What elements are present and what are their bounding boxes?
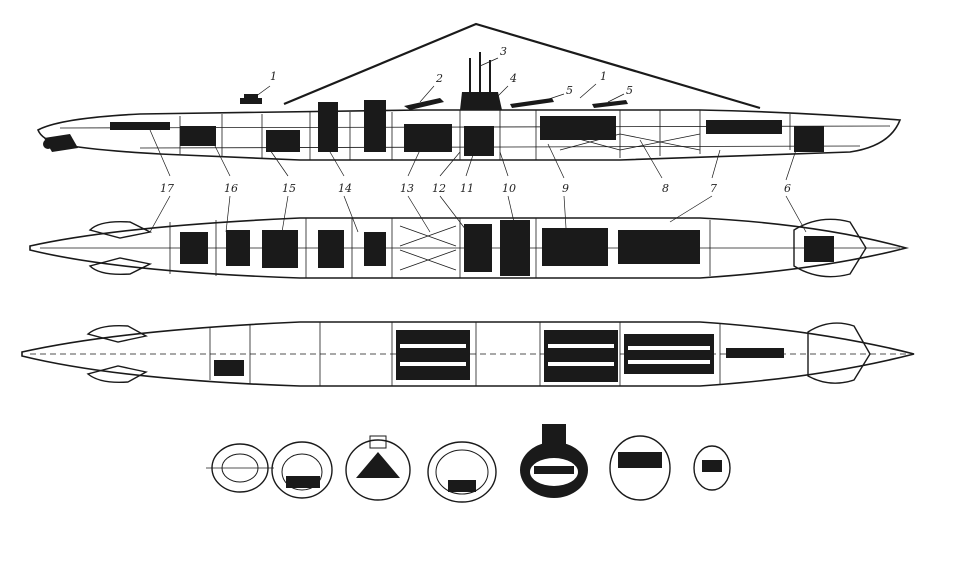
conning-tower (460, 92, 502, 110)
callout-9: 9 (562, 182, 569, 195)
callout-5b: 5 (626, 84, 633, 97)
callout-13: 13 (400, 182, 414, 195)
lower-bow-structure (807, 322, 871, 384)
section-5 (520, 424, 588, 498)
callout-3: 3 (500, 45, 507, 58)
callout-1b: 1 (600, 70, 607, 83)
section-6 (609, 435, 671, 501)
plan-hull-outline (29, 217, 910, 279)
deck-gun-aft (240, 94, 262, 104)
callout-12: 12 (432, 182, 446, 195)
plan-view-lower (21, 321, 915, 387)
callouts-bottom: 17 16 15 14 13 12 11 10 9 8 7 6 (160, 182, 791, 195)
propeller (43, 139, 53, 149)
callout-8: 8 (662, 182, 669, 195)
stern-wing-lower (88, 257, 153, 276)
callout-11: 11 (460, 182, 474, 195)
callout-6: 6 (784, 182, 791, 195)
callout-14: 14 (338, 182, 352, 195)
callout-7: 7 (710, 182, 717, 195)
deck-gun-5b (592, 100, 628, 108)
deck-gun-2 (404, 98, 444, 110)
bow-structure (793, 218, 867, 278)
callout-17: 17 (160, 182, 174, 195)
lower-stern-wing-lower (86, 365, 148, 384)
deck-gun-5a (510, 98, 554, 108)
section-4 (427, 441, 497, 503)
stern-wing-upper (88, 220, 153, 239)
callout-5: 5 (566, 84, 573, 97)
cross-sections (206, 424, 731, 503)
section-2 (271, 441, 333, 499)
section-3 (345, 435, 411, 501)
lower-hull-outline (21, 321, 915, 387)
callout-15: 15 (282, 182, 296, 195)
callout-4: 4 (509, 72, 517, 85)
leader-lines (149, 57, 807, 233)
callout-16: 16 (224, 182, 238, 195)
section-7 (693, 445, 731, 491)
callout-10: 10 (502, 182, 516, 195)
stern-planes (44, 134, 78, 152)
side-elevation (36, 22, 902, 161)
callout-1: 1 (270, 70, 277, 83)
lower-stern-wing-upper (86, 324, 148, 343)
plan-view-upper (29, 217, 910, 279)
callouts-top: 1 2 3 4 5 1 5 (270, 45, 633, 97)
callout-2: 2 (435, 72, 443, 85)
section-1 (206, 443, 274, 493)
antenna-wire (283, 22, 761, 110)
